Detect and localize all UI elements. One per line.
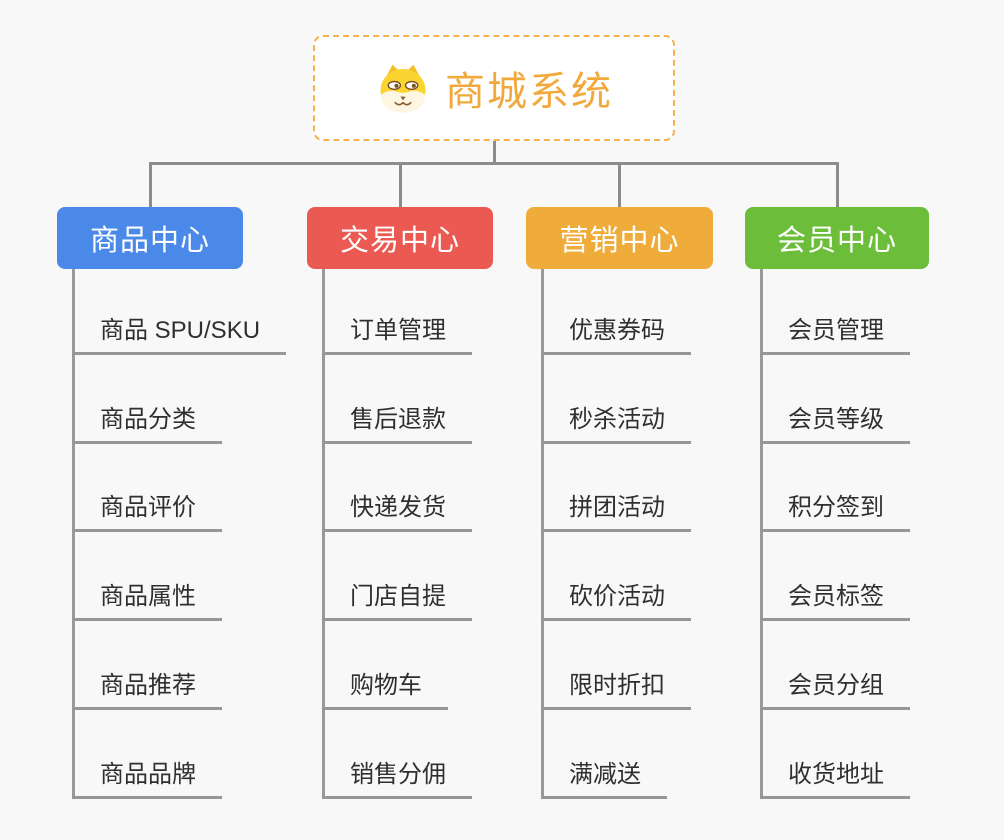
connector-rail [149,162,839,165]
branch-node-member[interactable]: 会员中心 [745,207,929,269]
leaf-item[interactable]: 商品分类 [72,398,222,444]
leaf-item[interactable]: 拼团活动 [541,486,691,533]
leaf-item[interactable]: 商品推荐 [72,664,222,710]
root-node[interactable]: 商城系统 [313,35,675,141]
leaf-item[interactable]: 商品品牌 [72,753,222,799]
leaf-item[interactable]: 销售分佣 [322,753,472,799]
leaf-item[interactable]: 门店自提 [322,575,472,622]
leaf-item[interactable]: 收货地址 [760,753,910,799]
leaf-item[interactable]: 积分签到 [760,486,910,533]
leaf-item[interactable]: 售后退款 [322,398,472,444]
dog-face-icon [375,62,431,114]
leaf-item[interactable]: 商品评价 [72,486,222,533]
leaf-item[interactable]: 秒杀活动 [541,398,691,444]
connector-spine [760,269,763,799]
branch-node-marketing[interactable]: 营销中心 [526,207,713,269]
connector-spine [72,269,75,799]
connector-spine [541,269,544,799]
leaf-item[interactable]: 会员标签 [760,575,910,622]
connector-drop [399,162,402,207]
connector-drop [836,162,839,207]
leaf-item[interactable]: 会员分组 [760,664,910,710]
leaf-item[interactable]: 会员管理 [760,309,910,355]
leaf-item[interactable]: 满减送 [541,753,667,799]
leaf-item[interactable]: 订单管理 [322,309,472,355]
branch-node-product[interactable]: 商品中心 [57,207,243,269]
connector-drop [618,162,621,207]
leaf-item[interactable]: 商品 SPU/SKU [72,309,287,355]
connector-root-drop [493,141,496,165]
leaf-item[interactable]: 限时折扣 [541,664,691,710]
leaf-item[interactable]: 购物车 [322,664,448,710]
connector-spine [322,269,325,799]
branch-node-transaction[interactable]: 交易中心 [307,207,493,269]
leaf-item[interactable]: 优惠券码 [541,309,691,355]
leaf-item[interactable]: 商品属性 [72,575,222,622]
leaf-item[interactable]: 快递发货 [322,486,472,533]
leaf-item[interactable]: 会员等级 [760,398,910,444]
connector-drop [149,162,152,207]
root-title: 商城系统 [445,70,613,114]
leaf-item[interactable]: 砍价活动 [541,575,691,622]
